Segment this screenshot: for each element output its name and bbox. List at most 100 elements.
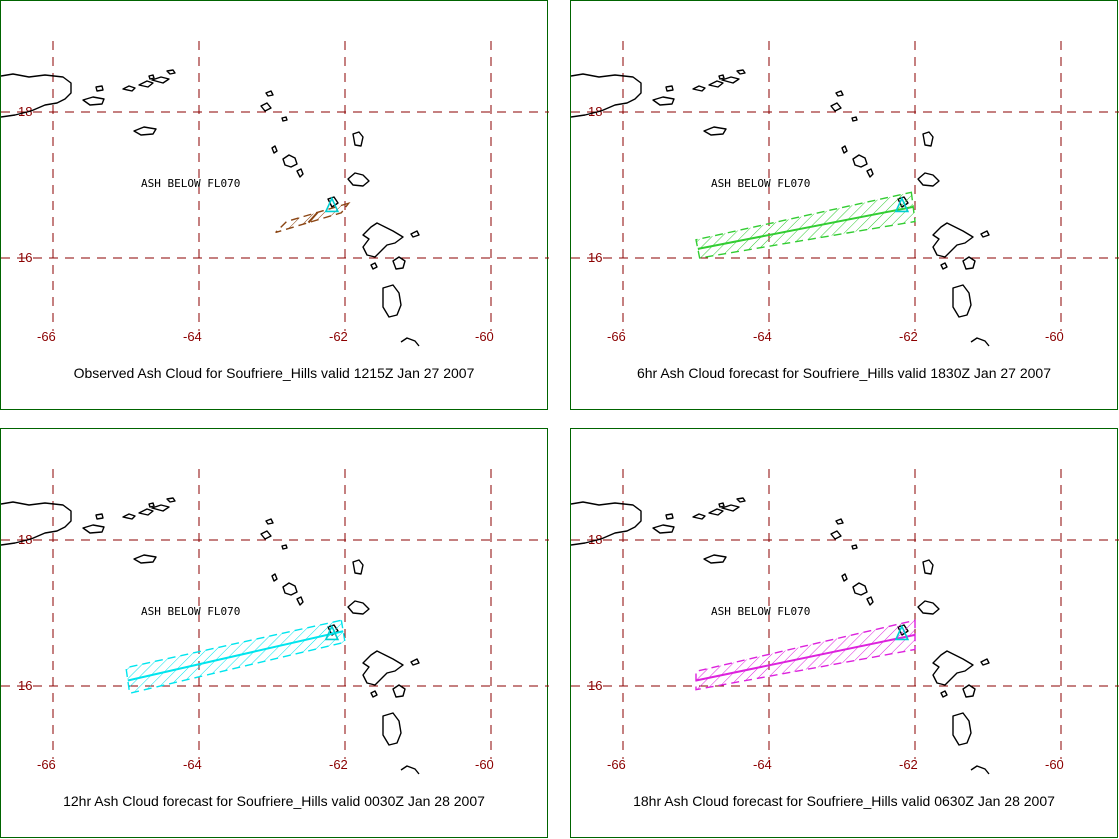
island-outline (148, 74, 155, 80)
island-outline (410, 658, 420, 666)
island-outline (400, 765, 420, 775)
lon-tick-label: -60 (475, 329, 494, 344)
lon-tick-label: -60 (1045, 329, 1064, 344)
island-outline (151, 76, 170, 84)
island-outline (830, 530, 842, 540)
island-outline (932, 222, 974, 258)
coastlines (571, 497, 990, 775)
island-outline (347, 172, 370, 187)
lat-tick-label: 16 (588, 250, 602, 265)
lat-tick-label: 18 (18, 532, 32, 547)
island-outline (703, 126, 727, 136)
ash-label: ASH BELOW FL070 (711, 605, 810, 618)
island-outline (260, 530, 272, 540)
island-outline (970, 765, 990, 775)
island-outline (736, 69, 746, 75)
island-outline (138, 508, 154, 516)
caption-12hr: 12hr Ash Cloud forecast for Soufriere_Hi… (63, 793, 485, 809)
island-outline (652, 96, 675, 106)
ash-cloud-polygon (695, 191, 916, 259)
island-outline (830, 102, 842, 112)
island-outline (917, 172, 940, 187)
island-outline (851, 544, 858, 550)
island-outline (370, 262, 378, 270)
ash-cloud-axis (307, 211, 319, 224)
lon-tick-label: -62 (899, 329, 918, 344)
lat-tick-label: 18 (18, 104, 32, 119)
island-outline (652, 524, 675, 534)
island-outline (980, 658, 990, 666)
island-outline (82, 524, 105, 534)
lat-tick-label: 18 (588, 532, 602, 547)
lon-tick-label: -62 (329, 329, 348, 344)
lon-tick-label: -66 (37, 329, 56, 344)
island-outline (148, 502, 155, 508)
lon-tick-label: -66 (607, 329, 626, 344)
island-outline (1, 73, 72, 118)
coastlines (1, 497, 420, 775)
island-outline (392, 256, 406, 270)
island-outline (841, 573, 848, 582)
island-outline (866, 168, 874, 178)
island-outline (917, 600, 940, 615)
island-outline (708, 508, 724, 516)
island-outline (940, 690, 948, 698)
island-outline (271, 573, 278, 582)
lon-tick-label: -64 (753, 329, 772, 344)
island-outline (133, 126, 157, 136)
caption-6hr: 6hr Ash Cloud forecast for Soufriere_Hil… (636, 365, 1051, 381)
lat-tick-label: 18 (588, 104, 602, 119)
ash-label: ASH BELOW FL070 (141, 177, 240, 190)
island-outline (166, 497, 176, 503)
island-outline (922, 131, 934, 147)
island-outline (571, 73, 642, 118)
volcano-icon (324, 624, 340, 641)
island-outline (382, 712, 402, 746)
island-outline (940, 262, 948, 270)
island-outline (122, 513, 136, 520)
island-outline (133, 554, 157, 564)
lon-tick-label: -60 (475, 757, 494, 772)
island-outline (692, 513, 706, 520)
island-outline (296, 596, 304, 606)
island-outline (265, 90, 274, 97)
island-outline (952, 284, 972, 318)
lon-tick-label: -62 (329, 757, 348, 772)
ash-label: ASH BELOW FL070 (141, 605, 240, 618)
map-layer: -66 -64 -62 -60 18 16 ASH BELOW FL070 (571, 41, 1119, 347)
ash-cloud-polygon (695, 619, 916, 691)
island-outline (980, 230, 990, 238)
lon-tick-label: -66 (607, 757, 626, 772)
lat-tick-label: 16 (18, 250, 32, 265)
island-outline (282, 154, 298, 168)
island-outline (665, 85, 674, 92)
island-outline (151, 504, 170, 512)
island-outline (703, 554, 727, 564)
lon-tick-label: -64 (183, 757, 202, 772)
ash-label: ASH BELOW FL070 (711, 177, 810, 190)
volcano-icon (894, 624, 910, 641)
island-outline (82, 96, 105, 106)
island-outline (138, 80, 154, 88)
island-outline (692, 85, 706, 92)
island-outline (382, 284, 402, 318)
lon-tick-label: -64 (753, 757, 772, 772)
lon-tick-label: -66 (37, 757, 56, 772)
island-outline (271, 145, 278, 154)
caption-observed: Observed Ash Cloud for Soufriere_Hills v… (73, 365, 475, 381)
island-outline (347, 600, 370, 615)
island-outline (852, 154, 868, 168)
lon-tick-label: -60 (1045, 757, 1064, 772)
island-outline (708, 80, 724, 88)
island-outline (362, 222, 404, 258)
island-outline (721, 76, 740, 84)
volcano-icon (894, 196, 910, 213)
island-outline (932, 650, 974, 686)
volcano-icon (324, 196, 340, 213)
island-outline (352, 559, 364, 575)
